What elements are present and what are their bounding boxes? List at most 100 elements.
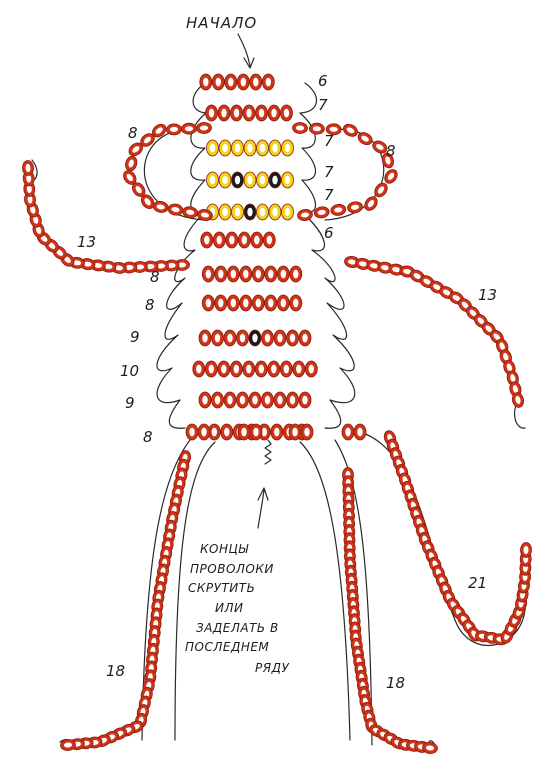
bead-hole (222, 144, 227, 153)
bead-hole (296, 365, 301, 374)
note-line: ПРОВОЛОКИ (190, 562, 274, 576)
left-ear-count: 8 (128, 124, 138, 142)
red-bead (224, 392, 236, 408)
red-bead (230, 361, 242, 377)
note-line: КОНЦЫ (200, 542, 249, 556)
red-bead (250, 424, 262, 440)
row-count: 7 (324, 186, 334, 204)
note-arrow (258, 488, 268, 528)
red-bead (251, 232, 263, 248)
bead-hole (285, 208, 290, 217)
bead-hole (277, 396, 282, 405)
red-bead (199, 330, 211, 346)
bead-hole (221, 109, 226, 118)
bead-hole (201, 428, 206, 437)
yellow-bead (257, 140, 269, 156)
bead-hole (204, 236, 209, 245)
right-ear-bead (292, 122, 307, 134)
bead-hole (247, 144, 252, 153)
right-ear-bead (297, 208, 313, 221)
left-arm-count: 13 (77, 233, 96, 251)
bead-hole (259, 365, 264, 374)
yellow-bead (282, 172, 294, 188)
red-bead (342, 424, 354, 440)
yellow-bead (257, 172, 269, 188)
bead-hole (302, 396, 307, 405)
bead-hole (218, 299, 223, 308)
bead-hole (267, 236, 272, 245)
row-count: 6 (318, 72, 328, 90)
left-ear-bead (166, 124, 181, 136)
row-count: 8 (150, 268, 160, 286)
red-bead (262, 392, 274, 408)
red-bead (252, 266, 264, 282)
bead-groups (22, 74, 532, 754)
red-bead (218, 361, 230, 377)
bead-hole (256, 270, 261, 279)
bead-hole (202, 396, 207, 405)
red-bead (237, 392, 249, 408)
yellow-bead (269, 140, 281, 156)
red-bead (354, 424, 366, 440)
bead-hole (253, 428, 258, 437)
bead-hole (215, 334, 220, 343)
right-ear-bead (382, 167, 400, 186)
bead-hole (243, 270, 248, 279)
yellow-bead (244, 140, 256, 156)
bead-hole (285, 176, 290, 185)
bead-hole (240, 396, 245, 405)
bead-hole (268, 270, 273, 279)
red-bead (212, 330, 224, 346)
red-bead (206, 105, 218, 121)
bead-hole (271, 109, 276, 118)
bead-hole (221, 365, 226, 374)
bead-hole (229, 236, 234, 245)
bead-hole (235, 176, 240, 185)
bead-hole (292, 428, 297, 437)
right-arm-count: 13 (478, 286, 497, 304)
bead-hole (215, 396, 220, 405)
yellow-bead (244, 172, 256, 188)
red-bead (277, 295, 289, 311)
bead-hole (302, 334, 307, 343)
right-ear-bead (347, 201, 363, 214)
red-bead (238, 232, 250, 248)
row-count: 7 (324, 132, 334, 150)
black-bead (232, 172, 244, 188)
bead-hole (218, 270, 223, 279)
red-bead (290, 295, 302, 311)
bead-hole (345, 428, 350, 437)
bead-hole (202, 334, 207, 343)
black-bead (269, 172, 281, 188)
yellow-bead (282, 140, 294, 156)
red-bead (226, 232, 238, 248)
right-ear-bead (313, 206, 329, 219)
row-count: 7 (318, 96, 328, 114)
bead-hole (247, 176, 252, 185)
tail-count: 21 (468, 574, 487, 592)
red-bead (240, 295, 252, 311)
red-bead (212, 392, 224, 408)
bead-hole (234, 109, 239, 118)
red-bead (243, 361, 255, 377)
bead-hole (247, 208, 252, 217)
red-bead (262, 330, 274, 346)
red-bead (200, 74, 212, 90)
yellow-bead (207, 140, 219, 156)
bead-hole (268, 299, 273, 308)
red-bead (213, 232, 225, 248)
yellow-bead (269, 204, 281, 220)
note-line: ПОСЛЕДНЕМ (185, 640, 269, 654)
tail-bead (520, 542, 531, 557)
bead-hole (293, 299, 298, 308)
red-bead (265, 266, 277, 282)
right-ear-count: 8 (386, 142, 396, 160)
black-bead (249, 330, 261, 346)
red-bead (215, 266, 227, 282)
bead-hole (309, 365, 314, 374)
bead-hole (256, 299, 261, 308)
red-bead (277, 266, 289, 282)
bead-hole (246, 109, 251, 118)
red-bead (205, 361, 217, 377)
bead-hole (272, 208, 277, 217)
